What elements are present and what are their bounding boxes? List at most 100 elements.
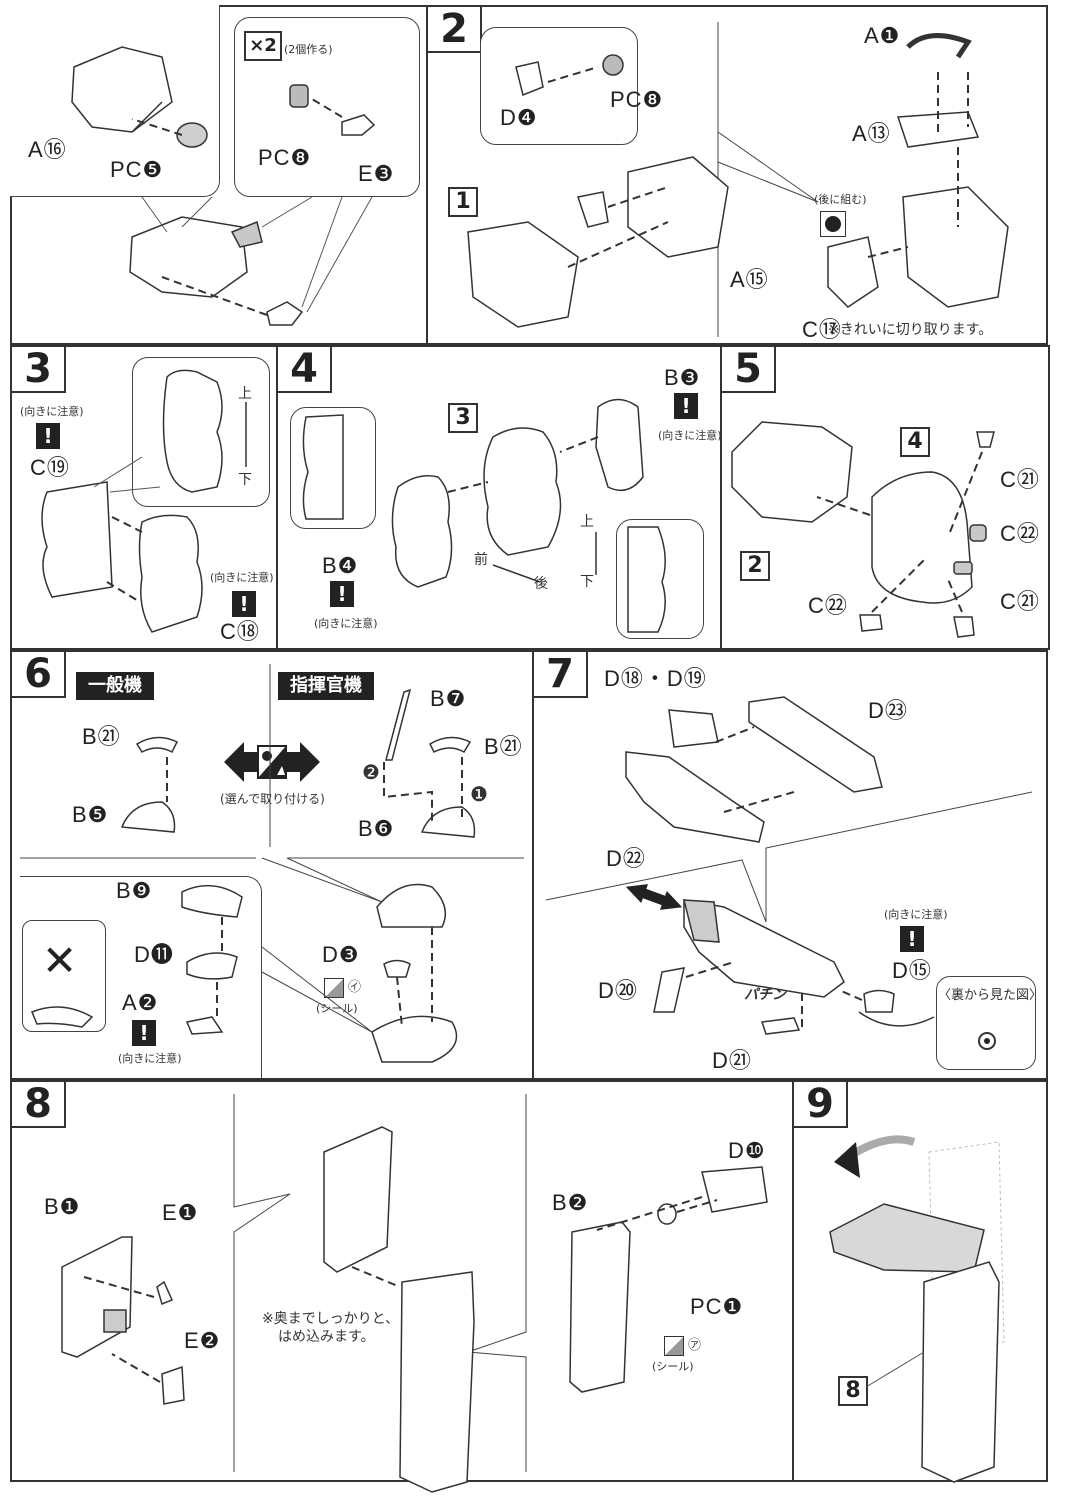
step-4-panel: 4 3 B❸ ! (向きに注意) B❹ ! (向きに注意) 前 後 上 下 [276,345,722,650]
step-order-1: ❶ [470,782,488,806]
part-label: D⑳ [598,978,638,1003]
part-label: D❸ [322,942,360,967]
part-label: D⓫ [134,942,174,967]
step-3-panel: 3 (向きに注意) ! C⑲ 上 下 (向きに注意) ! C⑱ [10,345,278,650]
step-number: 2 [428,7,482,53]
step-reference: 2 [740,551,770,581]
sticker-note: (シール) [316,1002,358,1015]
step-number: 3 [12,347,66,393]
back-view-box [936,976,1036,1070]
part-label: B❹ [322,553,359,578]
step-5-panel: 5 4 2 C㉑ C㉒ C㉒ C㉑ [720,345,1050,650]
sticker-id: ㋑ [348,980,362,995]
caution-icon: ! [232,591,256,617]
assemble-later-note: (後に組む) [814,193,867,206]
step-number: 7 [534,652,588,698]
part-label: C⑲ [30,455,70,480]
step-1-panel: 1 ×2 (2個作る) A⑯ PC❺ PC❽ E❸ [10,5,428,345]
part-label: B❾ [116,878,153,903]
step-6-panel: 6 一般機 指揮官機 (選んで取り付ける) B㉑ B❺ B❼ B㉑ B❻ ❷ ❶… [10,650,534,1080]
part-label: C㉒ [808,593,848,618]
step-reference: 1 [448,187,478,217]
callout-bubble [290,407,376,529]
part-label: A❶ [864,23,901,48]
later-assembly-icon [820,211,846,237]
commander-unit-tag: 指揮官機 [278,672,374,700]
step-number: 5 [722,347,776,393]
sticker-id: ㋐ [688,1338,702,1353]
orientation-caution: (向きに注意) [118,1052,182,1065]
part-label: C㉑ [1000,467,1040,492]
caution-icon: ! [132,1020,156,1046]
step-order-2: ❷ [362,760,380,784]
direction-down: 下 [238,472,252,488]
back-view-label: 〈裏から見た図〉 [938,988,1043,1003]
part-label: D㉑ [712,1048,752,1073]
part-label: B❼ [430,686,467,711]
orientation-caution: (向きに注意) [314,617,378,630]
part-label: B❺ [72,802,109,827]
part-label: B❷ [552,1190,589,1215]
part-label: A⑬ [852,121,891,146]
step-number: 6 [12,652,66,698]
wrong-mark-icon: ✕ [42,936,78,985]
part-label: A⑯ [28,137,67,162]
step-number: 9 [794,1082,848,1128]
step-9-panel: 9 8 [792,1080,1048,1483]
part-label: B㉑ [82,724,121,749]
step-reference: 4 [900,427,930,457]
part-label: PC❽ [610,87,664,112]
part-label: D㉓ [868,698,908,723]
sticker-icon [324,978,344,998]
direction-front: 前 [474,552,488,568]
press-firmly-note-2: はめ込みます。 [278,1329,375,1345]
part-label: PC❺ [110,157,164,182]
part-label: E❸ [358,161,395,186]
part-label: B㉑ [484,734,523,759]
caution-icon: ! [674,393,698,419]
orientation-caution: (向きに注意) [658,429,722,442]
step-8-illustration [61,1094,768,1493]
orientation-caution: (向きに注意) [884,908,948,921]
snap-sound: パチン [744,987,786,1003]
step-number: 4 [278,347,332,393]
callout-bubble [480,27,638,145]
press-firmly-note: ※奥までしっかりと、 [262,1311,400,1327]
choose-one-icon [224,742,320,782]
part-label: C⑰ [802,317,842,342]
step-9-illustration [829,1135,1005,1483]
part-label: E❷ [184,1328,221,1353]
part-label: C⑱ [220,619,260,644]
caution-icon: ! [36,423,60,449]
step-number: 8 [12,1082,66,1128]
hole-icon [978,1032,996,1050]
direction-down: 下 [580,574,594,590]
part-label: D㉒ [606,846,646,871]
step-reference: 3 [448,403,478,433]
part-label: D❹ [500,105,538,130]
direction-up: 上 [238,386,252,402]
cut-cleanly-note: ※きれいに切り取ります。 [828,322,993,338]
sticker-icon [664,1336,684,1356]
part-label: D⑱・D⑲ [604,666,707,691]
direction-back: 後 [534,576,548,592]
part-label: A⑮ [730,267,769,292]
choose-and-attach-note: (選んで取り付ける) [220,792,325,806]
part-label: D❿ [728,1138,766,1163]
part-label: C㉒ [1000,521,1040,546]
quantity-note: (2個作る) [284,43,333,56]
orientation-caution: (向きに注意) [20,405,84,418]
callout-bubble [616,519,704,639]
orientation-caution: (向きに注意) [210,571,274,584]
part-label: B❶ [44,1194,81,1219]
part-label: PC❽ [258,145,312,170]
part-label: E❶ [162,1200,199,1225]
part-label: PC❶ [690,1294,744,1319]
general-unit-tag: 一般機 [76,672,154,700]
step-reference: 8 [838,1376,868,1406]
step-2-panel: 2 1 D❹ PC❽ A⑮ A❶ A⑬ C⑰ (後に組む) ※きれいに切り取りま… [426,5,1048,345]
part-label: B❸ [664,365,701,390]
sticker-note: (シール) [652,1360,694,1373]
part-label: A❷ [122,990,159,1015]
part-label: B❻ [358,816,395,841]
